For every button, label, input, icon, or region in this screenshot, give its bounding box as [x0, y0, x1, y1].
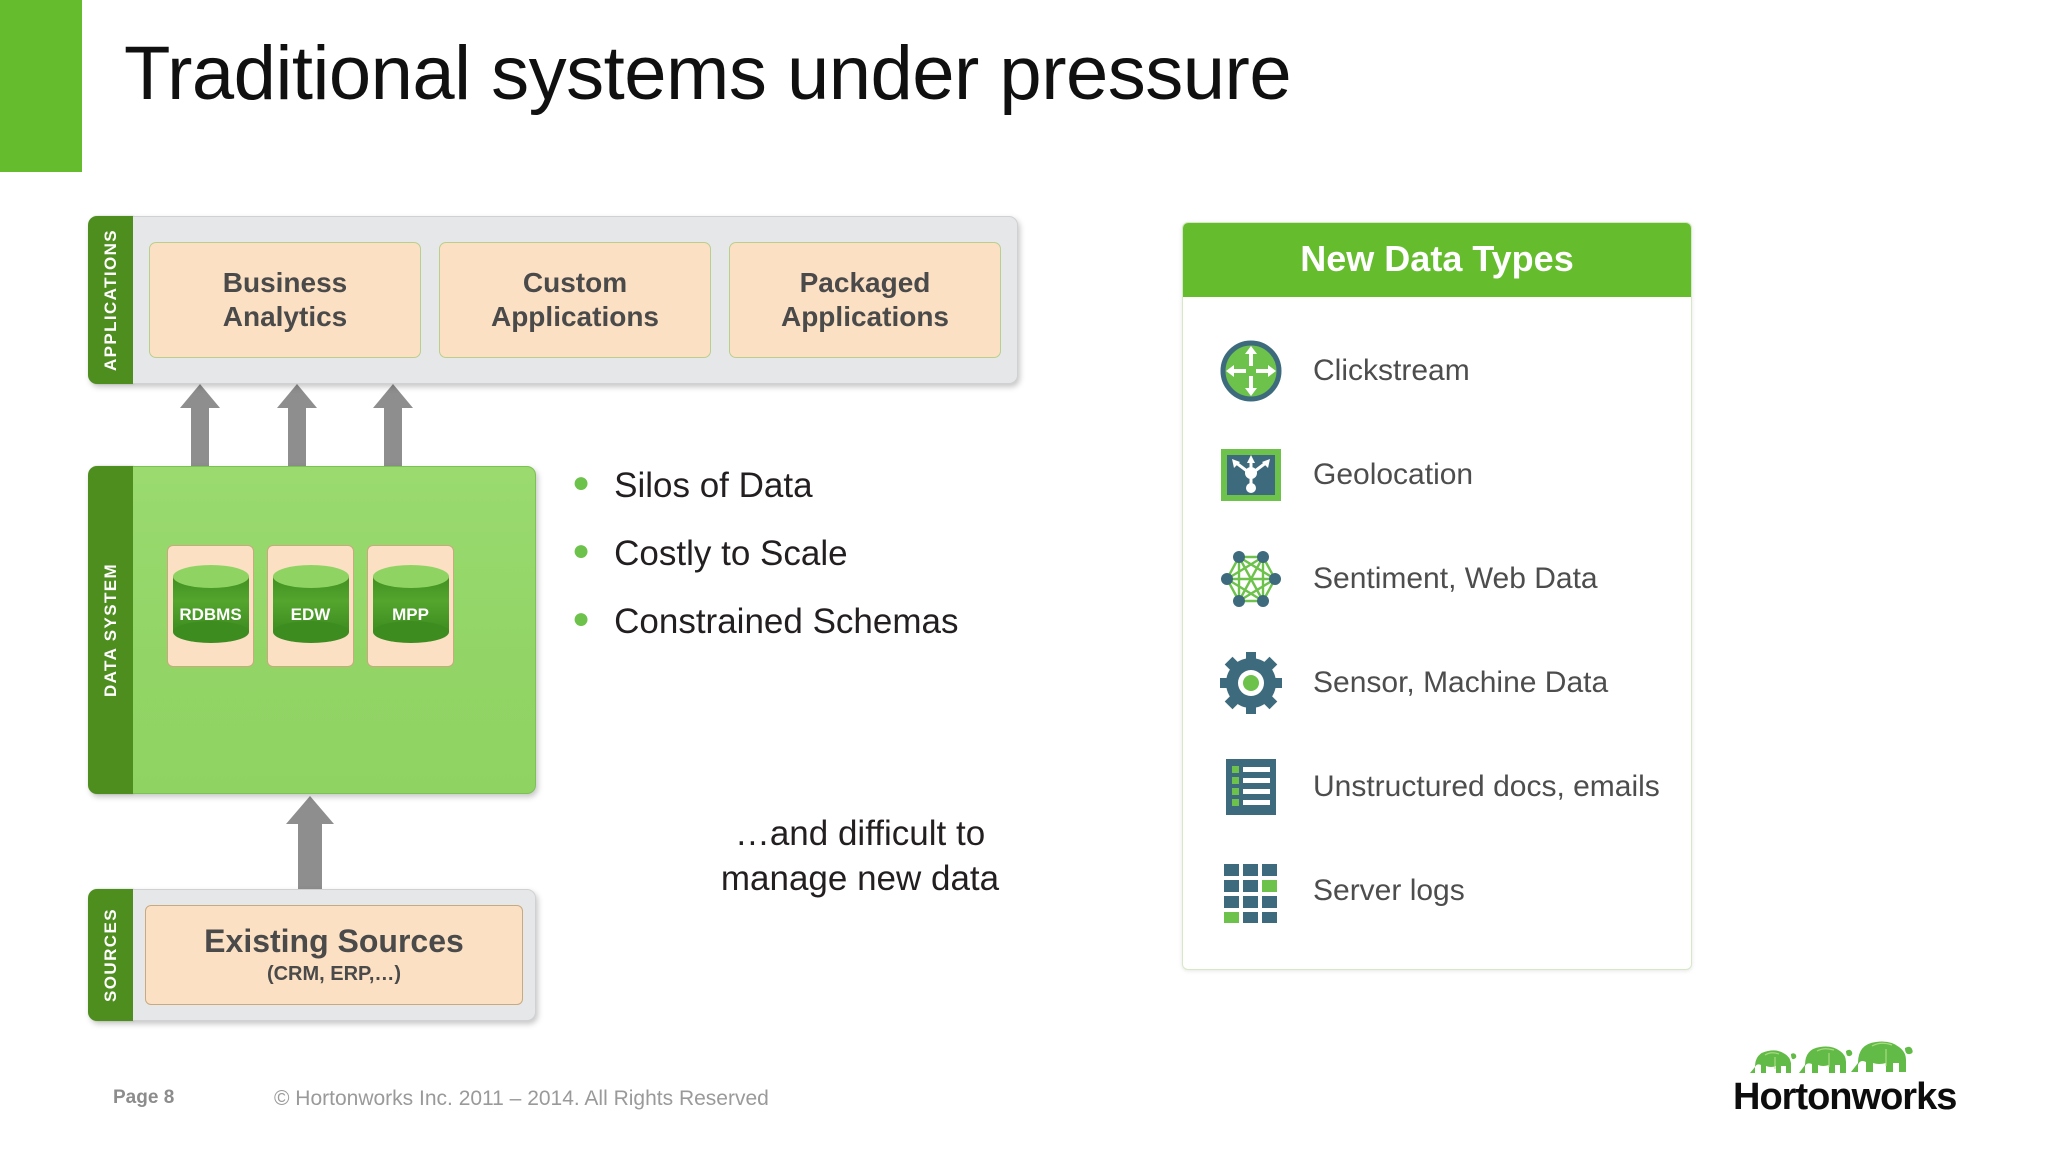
cylinder-icon: EDW — [272, 565, 349, 643]
grid-squares-icon — [1219, 859, 1283, 923]
page-title: Traditional systems under pressure — [124, 31, 1292, 116]
existing-sources-box[interactable]: Existing Sources (CRM, ERP,…) — [145, 905, 523, 1005]
sources-band-label: SOURCES — [88, 889, 133, 1021]
data-system-band-body: RDBMS EDW — [133, 466, 536, 794]
applications-band-body: Business Analytics Custom Applications P… — [133, 216, 1018, 384]
app-box-line1: Custom — [522, 266, 628, 298]
data-system-band: DATA SYSTEM RDBMS — [88, 466, 536, 794]
existing-sources-title: Existing Sources — [204, 922, 464, 959]
applications-band: APPLICATIONS Business Analytics Custom A… — [88, 216, 1018, 384]
page-number: Page 8 — [113, 1087, 175, 1108]
gear-icon — [1219, 651, 1283, 715]
elephants-icon — [1750, 1041, 1913, 1073]
list-item-clickstream[interactable]: Clickstream — [1183, 319, 1691, 423]
cylinder-icon: MPP — [372, 565, 449, 643]
app-box-business-analytics[interactable]: Business Analytics — [149, 242, 421, 358]
app-box-packaged-applications[interactable]: Packaged Applications — [729, 242, 1001, 358]
list-item-label: Server logs — [1313, 874, 1465, 907]
existing-sources-subtitle: (CRM, ERP,…) — [266, 963, 402, 986]
app-box-line1: Packaged — [799, 266, 931, 298]
note-line1: …and difficult to — [734, 814, 986, 853]
logo-text: Hortonworks — [1733, 1076, 1957, 1118]
list-item: ● Costly to Scale — [572, 534, 1012, 574]
database-label: RDBMS — [179, 605, 242, 624]
bullet-text: Constrained Schemas — [614, 602, 959, 641]
network-graph-icon — [1219, 547, 1283, 611]
cylinder-icon: RDBMS — [172, 565, 249, 643]
applications-band-label: APPLICATIONS — [88, 216, 133, 384]
list-item-label: Geolocation — [1313, 458, 1474, 491]
new-data-types-list: Clickstream — [1183, 297, 1691, 969]
list-item-label: Sensor, Machine Data — [1313, 666, 1609, 699]
app-box-line2: Applications — [490, 301, 659, 332]
accent-bar — [0, 0, 82, 172]
list-item-label: Unstructured docs, emails — [1313, 770, 1660, 803]
list-item-geolocation[interactable]: Geolocation — [1183, 423, 1691, 527]
bullet-text: Costly to Scale — [614, 534, 848, 573]
new-data-types-panel: New Data Types — [1182, 222, 1692, 970]
app-box-line1: Business — [222, 266, 348, 298]
list-item-server-logs[interactable]: Server logs — [1183, 839, 1691, 943]
database-card-rdbms[interactable]: RDBMS — [167, 545, 254, 667]
app-box-custom-applications[interactable]: Custom Applications — [439, 242, 711, 358]
geolocation-node-square-icon — [1219, 443, 1283, 507]
bullet-dot-icon: ● — [572, 602, 591, 635]
bullet-dot-icon: ● — [572, 534, 591, 567]
document-list-icon — [1219, 755, 1283, 819]
list-item: ● Constrained Schemas — [572, 602, 1012, 642]
bullet-dot-icon: ● — [572, 466, 591, 499]
note-text: …and difficult to manage new data — [660, 812, 1060, 902]
sources-band: SOURCES Existing Sources (CRM, ERP,…) — [88, 889, 536, 1021]
database-label: MPP — [392, 605, 429, 624]
sources-band-body: Existing Sources (CRM, ERP,…) — [133, 889, 536, 1021]
data-system-band-label: DATA SYSTEM — [88, 466, 133, 794]
list-item: ● Silos of Data — [572, 466, 1012, 506]
database-row: RDBMS EDW — [167, 545, 454, 667]
architecture-diagram: APPLICATIONS Business Analytics Custom A… — [88, 216, 1018, 1036]
app-box-line2: Analytics — [222, 301, 348, 332]
list-item-label: Clickstream — [1313, 354, 1470, 387]
database-card-edw[interactable]: EDW — [267, 545, 354, 667]
list-item-label: Sentiment, Web Data — [1313, 562, 1598, 595]
list-item-sensor-machine-data[interactable]: Sensor, Machine Data — [1183, 631, 1691, 735]
copyright-text: © Hortonworks Inc. 2011 – 2014. All Righ… — [274, 1087, 769, 1110]
bullet-list: ● Silos of Data ● Costly to Scale ● Cons… — [572, 466, 1012, 670]
clickstream-arrows-circle-icon — [1219, 339, 1283, 403]
list-item-sentiment-web-data[interactable]: Sentiment, Web Data — [1183, 527, 1691, 631]
app-box-line2: Applications — [780, 301, 949, 332]
note-line2: manage new data — [720, 858, 1000, 898]
database-label: EDW — [290, 605, 331, 624]
database-card-mpp[interactable]: MPP — [367, 545, 454, 667]
list-item-unstructured-docs-emails[interactable]: Unstructured docs, emails — [1183, 735, 1691, 839]
new-data-types-header: New Data Types — [1183, 223, 1691, 297]
bullet-text: Silos of Data — [614, 466, 813, 505]
hortonworks-logo: Hortonworks — [1733, 1027, 1957, 1119]
